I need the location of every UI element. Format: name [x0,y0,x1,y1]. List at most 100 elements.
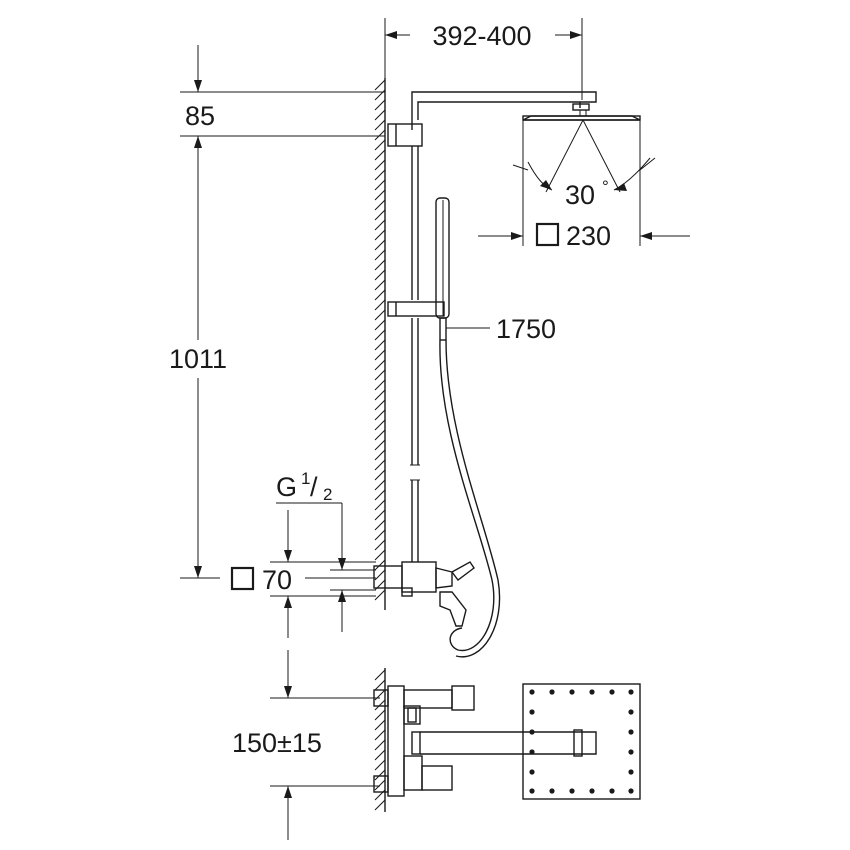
wall-hatch-line [374,319,386,331]
thread-prefix: G [276,472,297,502]
rail-height-dimension: 1011 [169,136,227,579]
wall-hatch-line [374,549,386,561]
nozzle-dot [589,788,595,794]
wall-hatch-line [374,159,386,171]
spray-angle-dimension: 30 ° [512,119,656,210]
wall-hatch-line [374,519,386,531]
wall-hatch-line [374,479,386,491]
nozzle-dot [628,729,634,735]
wall-hatch-line [374,339,386,351]
head-size-dimension: 230 [478,120,690,251]
nozzle-dot [628,769,634,775]
wall-hatch-line [374,289,386,301]
mixer-size-label: 70 [262,565,292,595]
thread-denominator: 2 [323,485,332,504]
wall-hatch-line [374,729,386,741]
thermostat-mixer-top [373,685,597,797]
wall-hatch-line [374,239,386,251]
nozzle-dot [549,788,555,794]
wall-hatch-line [374,539,386,551]
head-projection-label: 392-400 [432,21,531,51]
mixer-size-dimension: 70 [230,510,376,638]
connection-spacing-label: 150±15 [232,728,322,758]
wall-hatch-line [374,749,386,761]
wall-hatch-line [374,709,386,721]
wall-hatch-line [374,499,386,511]
shower-arm [411,91,597,130]
nozzle-dot [569,788,575,794]
top-offset-dimension: 85 [180,45,385,137]
nozzle-dot [529,788,535,794]
thread-numerator: 1 [301,469,310,488]
nozzle-dot [628,689,634,695]
wall-hatch-line [374,719,386,731]
wall-hatch-line [374,699,386,711]
wall-hatch-line [374,769,386,781]
wall-hatch-line [374,739,386,751]
nozzle-dot [628,788,634,794]
head-size-label: 230 [566,221,611,251]
thermostat-mixer-front [373,561,475,627]
wall-hatch-line [374,389,386,401]
wall-hatch-line [374,359,386,371]
wall-hatch-line [374,189,386,201]
wall-hatch-line [374,669,386,681]
wall-hatch-line [374,379,386,391]
wall-hatch-line [374,279,386,291]
wall-hatch-line [374,529,386,541]
wall-hatch-line [374,429,386,441]
spray-angle-label: 30 [565,180,595,210]
wall-hatch-line [374,199,386,211]
nozzle-dot [628,749,634,755]
nozzle-dot [549,689,555,695]
shower-head [522,103,641,121]
wall-hatch-line [374,489,386,501]
wall-hatch-line [374,99,386,111]
wall-hatch-line [374,779,386,791]
wall-upper [374,78,386,610]
nozzle-dot [529,729,535,735]
nozzle-dot [609,788,615,794]
wall-hatch-line [374,449,386,461]
wall-hatch-line [374,399,386,411]
wall-hatch-line [374,209,386,221]
wall-hatch-line [374,299,386,311]
wall-hatch-line [374,109,386,121]
wall-hatch-line [374,349,386,361]
head-projection-dimension: 392-400 [384,18,583,100]
top-wall-bracket [387,123,423,147]
wall-lower [374,668,386,812]
nozzle-dot [609,689,615,695]
hose [439,339,501,658]
square-outline-icon [535,222,560,247]
wall-hatch-line [374,169,386,181]
wall-hatch-line [374,79,386,91]
thread-slash: / [310,472,318,502]
wall-hatch-line [374,259,386,271]
wall-hatch-line [374,229,386,241]
wall-hatch-line [374,149,386,161]
wall-hatch-line [374,799,386,811]
riser-rail [410,146,420,562]
wall-hatch-line [374,409,386,421]
nozzle-dot [529,749,535,755]
wall-hatch-line [374,439,386,451]
wall-hatch-line [374,329,386,341]
wall-hatch-line [374,569,386,581]
square-outline-icon [230,566,255,591]
wall-hatch-line [374,179,386,191]
wall-hatch-line [374,269,386,281]
hand-shower-holder [387,301,445,317]
wall-hatch-line [374,249,386,261]
wall-hatch-line [374,219,386,231]
thread-size-dimension: G 1 / 2 [276,469,376,632]
wall-hatch-line [374,469,386,481]
wall-hatch-line [374,369,386,381]
wall-hatch-line [374,509,386,521]
nozzle-dot [569,689,575,695]
hose-length-label: 1750 [496,314,556,344]
nozzle-dot [628,709,634,715]
wall-hatch-line [374,119,386,131]
wall-hatch-line [374,139,386,151]
connection-spacing-dimension: 150±15 [232,650,380,840]
